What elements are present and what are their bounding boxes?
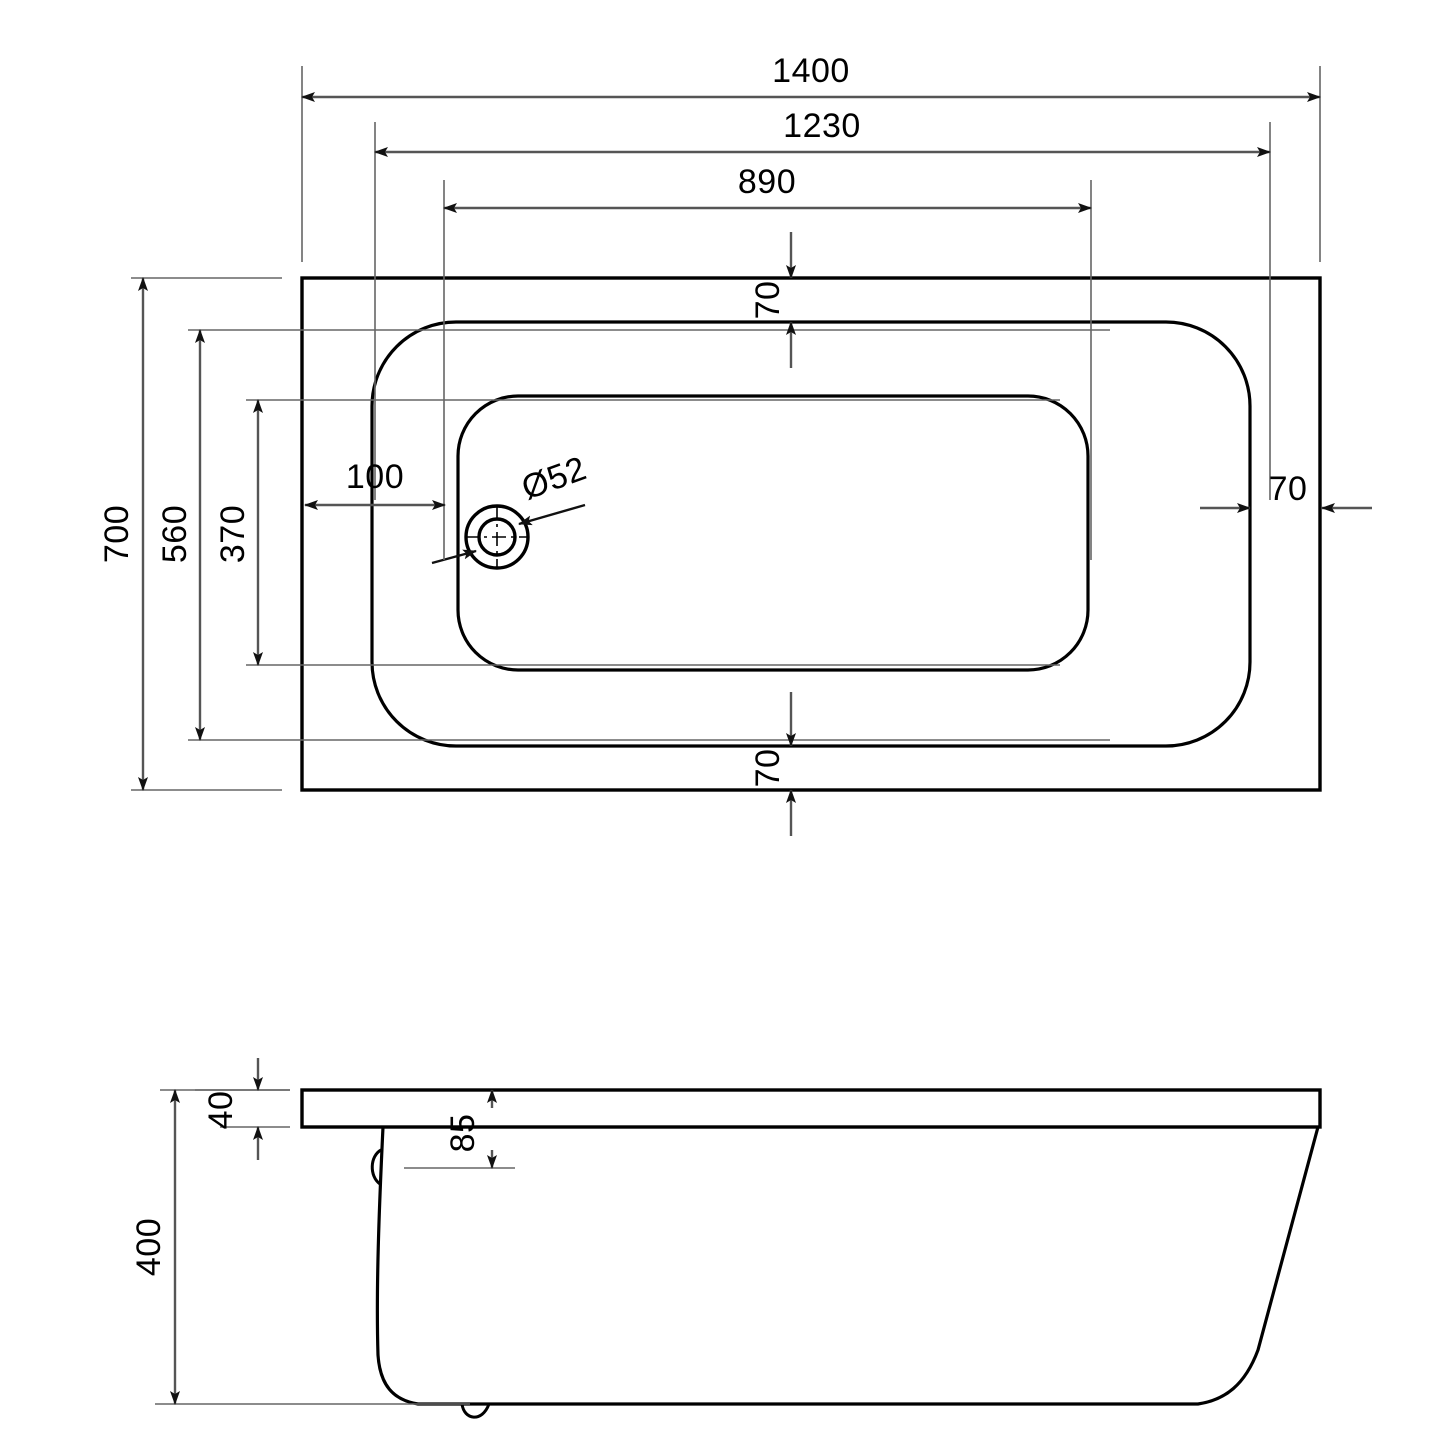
dim-drain-offset-group: 100 [304, 458, 446, 510]
dim-overall-height-group: 400 [130, 1089, 290, 1405]
side-elevation-view: 400 40 85 [130, 1058, 1322, 1419]
dim-overflow-offset-group: 85 [404, 1089, 515, 1169]
dim-overall-length-group: 1400 [301, 52, 1321, 262]
plan-view: Ø52 1400 1230 890 [98, 52, 1372, 836]
dim-drain-diameter: Ø52 [517, 449, 592, 507]
dim-rim-inner-length-group: 1230 [374, 107, 1271, 500]
tub-rim-slab [300, 1088, 1322, 1129]
drain-diameter-leader [431, 503, 586, 565]
dim-rim-thickness: 40 [202, 1091, 240, 1130]
dim-overall-length: 1400 [772, 52, 850, 90]
dim-drain-offset: 100 [346, 458, 404, 496]
tub-outer-outline [300, 276, 1322, 792]
tub-rim-inner-outline [370, 320, 1252, 748]
dim-rim-inner-width-group: 560 [156, 329, 1110, 741]
dim-overall-width: 700 [98, 505, 136, 563]
dim-bowl-width-group: 370 [214, 399, 1060, 666]
leader-arrow-lower [431, 549, 477, 565]
dim-overflow-offset: 85 [444, 1114, 482, 1153]
dim-bowl-length-group: 890 [443, 163, 1092, 560]
tub-body-profile [375, 1126, 1320, 1406]
overflow-bump [370, 1148, 382, 1186]
dim-overall-height: 400 [130, 1218, 168, 1276]
leader-arrow-upper [518, 503, 586, 526]
dim-overall-width-group: 700 [98, 277, 282, 791]
dim-rim-inner-width: 560 [156, 505, 194, 563]
dim-edge-bottom-group: 70 [749, 692, 796, 836]
dim-edge-right-group: 70 [1200, 470, 1372, 513]
dim-bowl-width: 370 [214, 505, 252, 563]
dim-rim-inner-length: 1230 [783, 107, 861, 145]
drain-bump [460, 1403, 491, 1419]
dim-edge-top-group: 70 [749, 232, 796, 368]
drain-hole [464, 504, 530, 570]
dim-edge-right: 70 [1269, 470, 1308, 508]
tub-bowl-outline [456, 394, 1090, 672]
dim-rim-thickness-group: 40 [195, 1058, 290, 1160]
dim-edge-top: 70 [749, 281, 787, 320]
dim-bowl-length: 890 [738, 163, 796, 201]
dim-edge-bottom: 70 [749, 749, 787, 788]
